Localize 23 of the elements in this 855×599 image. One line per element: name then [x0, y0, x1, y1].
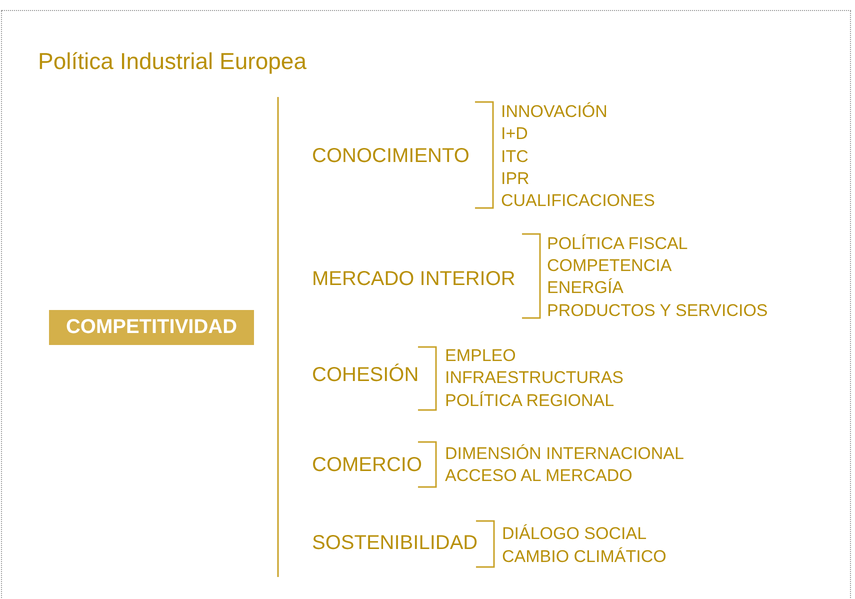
- item-label: PRODUCTOS Y SERVICIOS: [547, 302, 768, 319]
- item-label: POLÍTICA REGIONAL: [445, 392, 614, 409]
- item-label: INFRAESTRUCTURAS: [445, 368, 624, 386]
- item-label: COMPETENCIA: [547, 256, 672, 274]
- item-label: DIMENSIÓN INTERNACIONAL: [445, 444, 684, 462]
- category-label: MERCADO INTERIOR: [312, 269, 516, 289]
- item-label: INNOVACIÓN: [501, 102, 608, 120]
- item-label: CUALIFICACIONES: [501, 192, 655, 209]
- category-label: CONOCIMIENTO: [312, 146, 470, 166]
- item-label: DIÁLOGO SOCIAL: [502, 524, 647, 542]
- category-label: SOSTENIBILIDAD: [312, 533, 478, 553]
- item-label: ENERGÍA: [547, 278, 624, 296]
- item-label: CAMBIO CLIMÁTICO: [502, 548, 666, 565]
- highlight-box: COMPETITIVIDAD: [49, 310, 254, 345]
- item-label: EMPLEO: [445, 346, 516, 364]
- item-label: ACCESO AL MERCADO: [445, 466, 632, 484]
- item-label: ITC: [501, 148, 528, 165]
- item-label: IPR: [501, 170, 530, 187]
- item-label: I+D: [501, 124, 528, 142]
- item-label: POLÍTICA FISCAL: [547, 234, 688, 252]
- category-label: COHESIÓN: [312, 365, 419, 385]
- diagram-title: Política Industrial Europea: [38, 50, 306, 74]
- category-label: COMERCIO: [312, 455, 422, 475]
